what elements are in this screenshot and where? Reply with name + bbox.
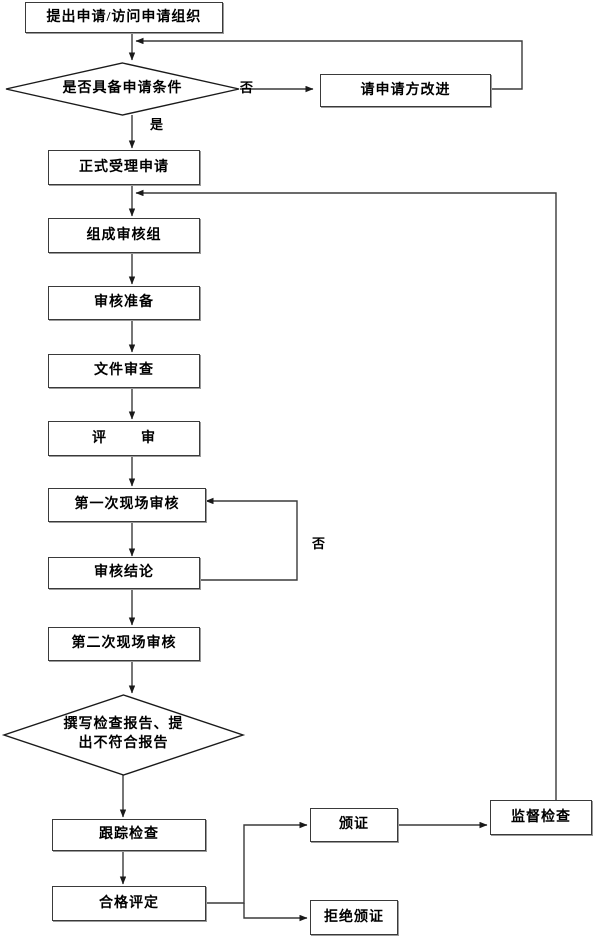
node-formal-accept-label: 正式受理申请 [79,159,169,175]
node-formal-accept[interactable]: 正式受理申请 [48,150,200,185]
node-qualify[interactable]: 合格评定 [52,886,206,921]
node-audit-conclusion-label: 审核结论 [94,565,154,581]
node-follow-up-label: 跟踪检查 [99,827,159,843]
node-apply[interactable]: 提出申请/访问申请组织 [25,2,223,33]
edge-qualify-to-issue [206,821,308,904]
edge-label-yes-conditions: 是 [150,117,164,132]
node-issue-cert-label: 颁证 [339,817,369,833]
node-audit-conclusion[interactable]: 审核结论 [48,557,200,589]
node-form-team[interactable]: 组成审核组 [48,218,200,253]
node-write-report[interactable]: 撰写检查报告、提 出不符合报告 [1,694,246,776]
edge-label-no-conclusion: 否 [312,536,326,551]
node-check-conditions[interactable]: 是否具备申请条件 [5,62,240,116]
node-form-team-label: 组成审核组 [86,227,162,243]
node-supervise[interactable]: 监督检查 [490,800,592,835]
node-apply-label: 提出申请/访问申请组织 [46,9,202,25]
node-first-onsite-label: 第一次现场审核 [74,497,180,513]
node-issue-cert[interactable]: 颁证 [310,808,398,842]
node-prepare-label: 审核准备 [94,295,154,311]
node-supervise-label: 监督检查 [511,809,571,825]
node-qualify-label: 合格评定 [99,895,159,911]
node-doc-review[interactable]: 文件审查 [48,354,200,388]
node-ask-improve-label: 请申请方改进 [360,82,451,98]
node-follow-up[interactable]: 跟踪检查 [52,819,206,851]
node-evaluate-label-1: 评 [92,430,107,446]
edge-conclusion-no-loop [200,497,298,581]
node-refuse-cert[interactable]: 拒绝颁证 [310,900,398,935]
node-doc-review-label: 文件审查 [94,363,154,379]
node-refuse-cert-label: 拒绝颁证 [324,909,384,925]
node-evaluate[interactable]: 评 审 [48,421,200,456]
diamond-shape [5,62,240,116]
node-second-onsite[interactable]: 第二次现场审核 [48,627,200,661]
node-prepare[interactable]: 审核准备 [48,286,200,320]
node-ask-improve[interactable]: 请申请方改进 [320,74,491,107]
diamond-shape [1,694,246,776]
node-evaluate-label-2: 审 [141,430,156,446]
edge-qualify-to-refuse [243,903,308,922]
edge-label-no-conditions: 否 [240,80,254,95]
node-second-onsite-label: 第二次现场审核 [71,636,177,652]
node-first-onsite[interactable]: 第一次现场审核 [48,488,206,522]
